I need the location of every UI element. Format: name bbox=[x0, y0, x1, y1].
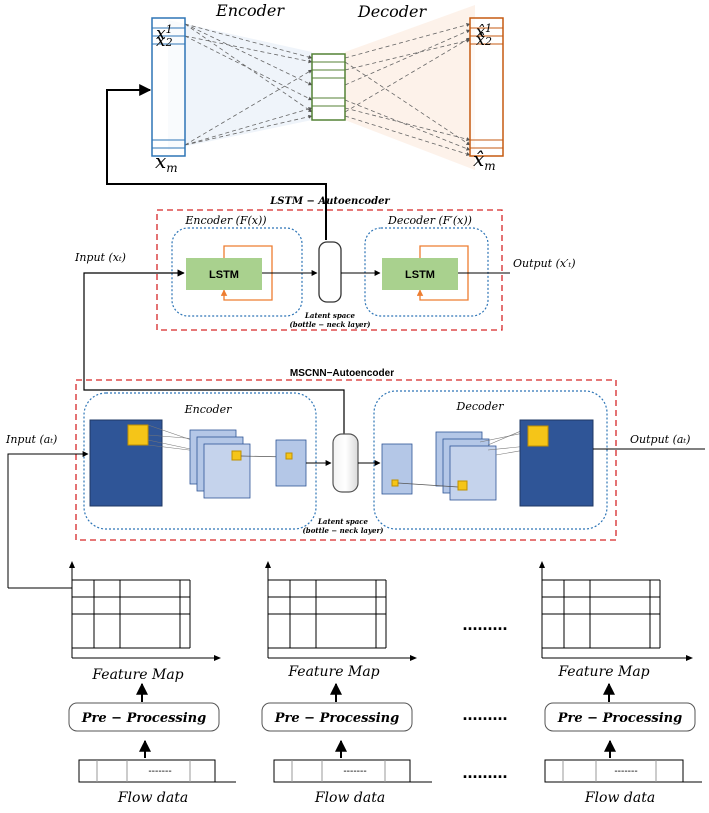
flow-data-label-3: Flow data bbox=[584, 790, 655, 806]
lstm-encoder-label: Encoder (F(x)) bbox=[184, 214, 266, 227]
decoder-connections bbox=[344, 23, 471, 156]
preprocessing-box-1 bbox=[68, 702, 220, 732]
xhat1-label: x̂1 bbox=[476, 22, 492, 41]
xhat2-label: x̂2 bbox=[476, 30, 492, 49]
dec-kernel-2 bbox=[457, 480, 468, 491]
mscnn-latent-line1: Latent space bbox=[317, 517, 369, 526]
xhatm-label: x̂m bbox=[473, 147, 496, 173]
mscnn-autoencoder: MSCNN−Autoencoder Encoder Decoder Latent… bbox=[5, 368, 705, 589]
lstm-cell-left bbox=[186, 258, 262, 290]
flow-dashes-2: ------- bbox=[343, 766, 366, 777]
lstm-encoder-box bbox=[171, 227, 303, 317]
mscnn-encoder-box bbox=[83, 392, 317, 530]
preprocessing-label-1: Pre − Processing bbox=[81, 711, 206, 726]
mscnn-input-image bbox=[89, 419, 163, 507]
grid-axis-tips bbox=[69, 561, 693, 661]
feature-map-label-2: Feature Map bbox=[287, 664, 379, 680]
preprocessing-label-3: Pre − Processing bbox=[557, 711, 682, 726]
lstm-border bbox=[156, 209, 503, 331]
mscnn-latent-capsule bbox=[332, 433, 359, 493]
lstm-latent-line1: Latent space bbox=[304, 311, 356, 320]
mscnn-latent-line2: (bottle − neck layer) bbox=[302, 526, 383, 535]
lstm-cell-left-label: LSTM bbox=[209, 269, 239, 281]
mscnn-output-label: Output (aₜ) bbox=[630, 433, 690, 446]
feature-map-grid-1 bbox=[71, 566, 216, 659]
dec-fmap-3 bbox=[449, 445, 497, 501]
mscnn-kernel-in bbox=[127, 424, 149, 446]
lstm-cell-right bbox=[382, 258, 458, 290]
lstm-cell-right-label: LSTM bbox=[405, 269, 435, 281]
latent-layer bbox=[311, 53, 346, 121]
mscnn-decoder-label: Decoder bbox=[456, 400, 505, 413]
top-autoencoder: Encoder Decoder bbox=[151, 1, 504, 175]
ellipsis-flow-data: ......... bbox=[462, 762, 507, 782]
output-layer bbox=[469, 17, 504, 157]
xm-label: xm bbox=[155, 149, 178, 175]
lstm-latent-capsule bbox=[318, 241, 342, 303]
top-decoder-label: Decoder bbox=[357, 2, 428, 21]
top-encoder-label: Encoder bbox=[215, 1, 285, 20]
mscnn-border bbox=[75, 379, 617, 541]
mscnn-title: MSCNN−Autoencoder bbox=[290, 368, 394, 379]
enc-fmap-3 bbox=[203, 443, 251, 499]
x2-label: x2 bbox=[156, 31, 173, 51]
mscnn-input-label: Input (aₜ) bbox=[5, 433, 57, 446]
enc-kernel-2 bbox=[231, 450, 242, 461]
enc-fmap-small bbox=[275, 439, 307, 487]
encoder-connections bbox=[184, 23, 313, 146]
lstm-latent-line2: (bottle − neck layer) bbox=[289, 320, 370, 329]
lstm-decoder-label: Decoder (F′(x)) bbox=[387, 214, 472, 227]
flow-dashes-3: ------- bbox=[614, 766, 637, 777]
flow-data-box-2 bbox=[273, 759, 411, 783]
mscnn-kernel-out bbox=[527, 425, 549, 447]
flow-data-label-1: Flow data bbox=[117, 790, 188, 806]
lstm-input-label: Input (xₜ) bbox=[74, 251, 126, 264]
mscnn-encoder-label: Encoder bbox=[184, 403, 232, 416]
latent-to-lstm-connector bbox=[83, 269, 345, 434]
encoder-funnel bbox=[168, 20, 312, 150]
input-layer bbox=[151, 17, 186, 157]
flow-dashes-1: ------- bbox=[148, 766, 171, 777]
feature-map-label-1: Feature Map bbox=[91, 667, 183, 683]
dec-kernel-line-1 bbox=[397, 482, 459, 488]
flow-data-box-3 bbox=[544, 759, 684, 783]
flow-data-label-2: Flow data bbox=[314, 790, 385, 806]
lstm-autoencoder: LSTM − Autoencoder Encoder (F(x)) Decode… bbox=[74, 196, 576, 331]
enc-kernel-3 bbox=[285, 452, 293, 460]
latent-to-top-connector bbox=[106, 84, 327, 240]
x1-label: x1 bbox=[156, 23, 173, 44]
preprocessing-label-2: Pre − Processing bbox=[274, 711, 399, 726]
lstm-decoder-box bbox=[364, 227, 489, 317]
ellipsis-feature-map: ......... bbox=[462, 614, 507, 634]
feature-map-grid-3 bbox=[541, 566, 688, 659]
preprocessing-box-3 bbox=[544, 702, 696, 732]
mscnn-input-connector bbox=[7, 451, 89, 588]
dec-kernel-1 bbox=[391, 479, 399, 487]
decoder-funnel bbox=[345, 5, 475, 170]
flow-data-box-1 bbox=[78, 759, 216, 783]
preprocessing-box-2 bbox=[261, 702, 413, 732]
lstm-title: LSTM − Autoencoder bbox=[269, 196, 390, 207]
pipeline-column-3: Feature Map Pre − Processing ------- Flo… bbox=[541, 566, 702, 806]
feature-map-label-3: Feature Map bbox=[557, 664, 649, 680]
ellipsis-preprocessing: ......... bbox=[462, 704, 507, 724]
pipeline-column-1: Feature Map Pre − Processing ------- Flo… bbox=[68, 566, 236, 806]
feature-map-grid-2 bbox=[267, 566, 412, 659]
lstm-output-label: Output (x′ₜ) bbox=[513, 257, 576, 270]
pipeline-column-2: Feature Map Pre − Processing ------- Flo… bbox=[261, 566, 432, 806]
